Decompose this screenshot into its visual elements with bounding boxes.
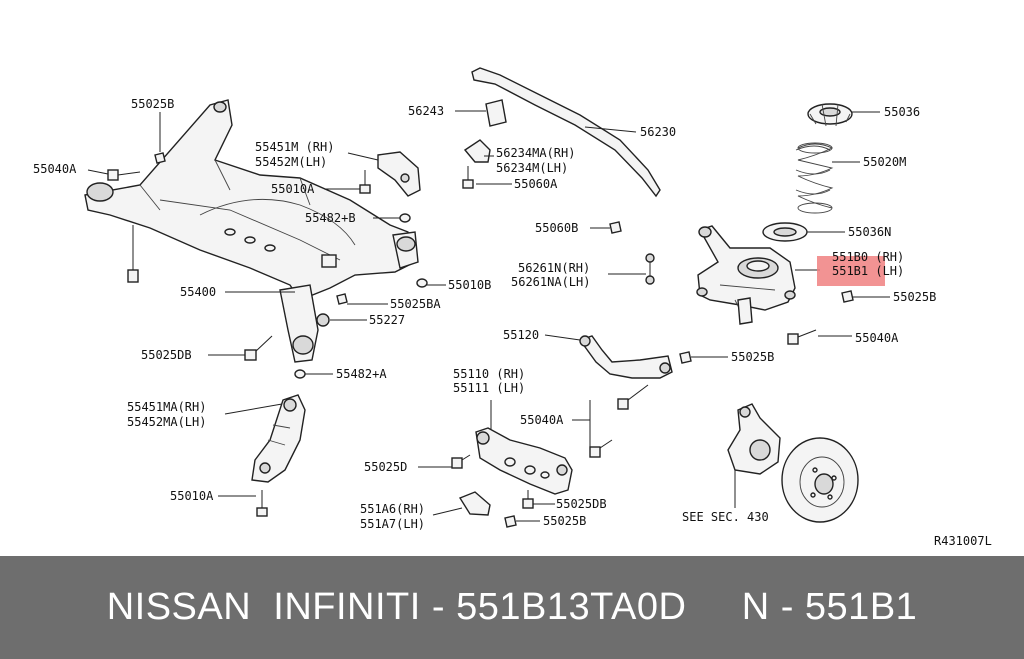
part-labels: 55025B 55040A 55451M (RH) 55452M(LH) 550… [33, 97, 992, 548]
bolt-55010a-part[interactable] [359, 170, 371, 194]
label-55010b[interactable]: 55010B [448, 278, 491, 292]
label-56234m[interactable]: 56234M(LH) [496, 161, 568, 175]
label-55452m[interactable]: 55452M(LH) [255, 155, 327, 169]
label-55020m[interactable]: 55020M [863, 155, 906, 169]
bushing-55227-part[interactable] [316, 313, 330, 327]
label-55010a[interactable]: 55010A [271, 182, 315, 196]
diagram-ref-code: R431007L [934, 534, 992, 548]
nut-55010b-part[interactable] [416, 278, 428, 288]
label-56230[interactable]: 56230 [640, 125, 676, 139]
nut-55025b-upper-part[interactable] [679, 351, 692, 364]
label-56234ma[interactable]: 56234MA(RH) [496, 146, 575, 160]
bolt-55040a-right-part[interactable] [787, 329, 817, 345]
nut-55060b-part[interactable] [609, 221, 622, 234]
nut-55025b-part[interactable] [154, 152, 166, 164]
washer-55482b-part[interactable] [399, 213, 411, 223]
label-55040a-center[interactable]: 55040A [520, 413, 564, 427]
knuckle-part[interactable] [727, 403, 781, 475]
label-55060b[interactable]: 55060B [535, 221, 578, 235]
label-55110[interactable]: 55110 (RH) [453, 367, 525, 381]
bushing-56243-part[interactable] [485, 99, 507, 127]
highlight-box [817, 256, 885, 286]
nut-55025b-right-part[interactable] [841, 290, 854, 303]
bolt-lower-left-part[interactable] [127, 225, 139, 283]
label-55120[interactable]: 55120 [503, 328, 539, 342]
label-see-sec[interactable]: SEE SEC. 430 [682, 510, 769, 524]
label-55036[interactable]: 55036 [884, 105, 920, 119]
label-55060a[interactable]: 55060A [514, 177, 558, 191]
label-55482a[interactable]: 55482+A [336, 367, 387, 381]
label-55025b-upper[interactable]: 55025B [731, 350, 774, 364]
label-55025b-lower[interactable]: 55025B [543, 514, 586, 528]
label-551b0[interactable]: 551B0 (RH) [832, 250, 904, 264]
bracket-55451m-part[interactable] [377, 151, 421, 197]
label-55111[interactable]: 55111 (LH) [453, 381, 525, 395]
spring-seat-55036-part[interactable] [807, 103, 853, 127]
coil-spring-55020m-part[interactable] [795, 142, 834, 214]
label-55025d[interactable]: 55025D [364, 460, 407, 474]
bolt-55040a-center-part[interactable] [589, 384, 649, 458]
label-55482b[interactable]: 55482+B [305, 211, 356, 225]
cover-551a6-part[interactable] [458, 491, 491, 516]
lower-arm-55110-part[interactable] [475, 427, 573, 495]
stabilizer-bar-part[interactable] [471, 67, 661, 198]
label-55040a-right[interactable]: 55040A [855, 331, 899, 345]
label-55451m[interactable]: 55451M (RH) [255, 140, 334, 154]
label-55036n[interactable]: 55036N [848, 225, 891, 239]
brake-disc-part[interactable] [781, 437, 859, 523]
footer-part-number: NISSAN INFINITI - 551B13TA0D N - 551B1 [106, 586, 918, 628]
clamp-56234ma-part[interactable] [463, 139, 491, 163]
footer-bar: NISSAN INFINITI - 551B13TA0D N - 551B1 [0, 556, 1024, 659]
bolt-55010a-lower-part[interactable] [256, 490, 268, 517]
label-55025b[interactable]: 55025B [131, 97, 174, 111]
label-56243[interactable]: 56243 [408, 104, 444, 118]
label-551a7[interactable]: 551A7(LH) [360, 517, 425, 531]
bolt-55040a-part[interactable] [107, 169, 141, 181]
label-55025db-lower[interactable]: 55025DB [556, 497, 607, 511]
upper-link-55120-part[interactable] [578, 335, 673, 379]
bolt-55025db-part[interactable] [244, 335, 273, 361]
bolt-55025db-lower-part[interactable] [522, 490, 534, 509]
label-55400[interactable]: 55400 [180, 285, 216, 299]
label-56261na[interactable]: 56261NA(LH) [511, 275, 590, 289]
link-56261n-part[interactable] [645, 253, 655, 285]
parts-diagram: 55025B 55040A 55451M (RH) 55452M(LH) 550… [33, 67, 992, 548]
label-55025db[interactable]: 55025DB [141, 348, 192, 362]
bracket-55451ma-part[interactable] [251, 394, 306, 483]
lower-link-551b1-part[interactable] [696, 225, 796, 325]
label-55025ba[interactable]: 55025BA [390, 297, 441, 311]
bolt-55025d-part[interactable] [451, 454, 471, 469]
nut-55025ba-part[interactable] [336, 293, 348, 305]
label-551a6[interactable]: 551A6(RH) [360, 502, 425, 516]
label-55227[interactable]: 55227 [369, 313, 405, 327]
label-55452ma[interactable]: 55452MA(LH) [127, 415, 206, 429]
label-55010a-lower[interactable]: 55010A [170, 489, 214, 503]
label-55451ma[interactable]: 55451MA(RH) [127, 400, 206, 414]
label-55025b-right[interactable]: 55025B [893, 290, 936, 304]
label-56261n[interactable]: 56261N(RH) [518, 261, 590, 275]
suspension-member-part[interactable] [84, 99, 419, 363]
washer-55482a-part[interactable] [294, 369, 306, 379]
label-55040a[interactable]: 55040A [33, 162, 77, 176]
nut-55025b-lower-part[interactable] [504, 515, 517, 528]
bolt-55060a-part[interactable] [462, 166, 474, 189]
spring-seat-55036n-part[interactable] [762, 222, 808, 242]
leader-lines [87, 110, 890, 522]
label-551b1[interactable]: 551B1 (LH) [832, 264, 904, 278]
